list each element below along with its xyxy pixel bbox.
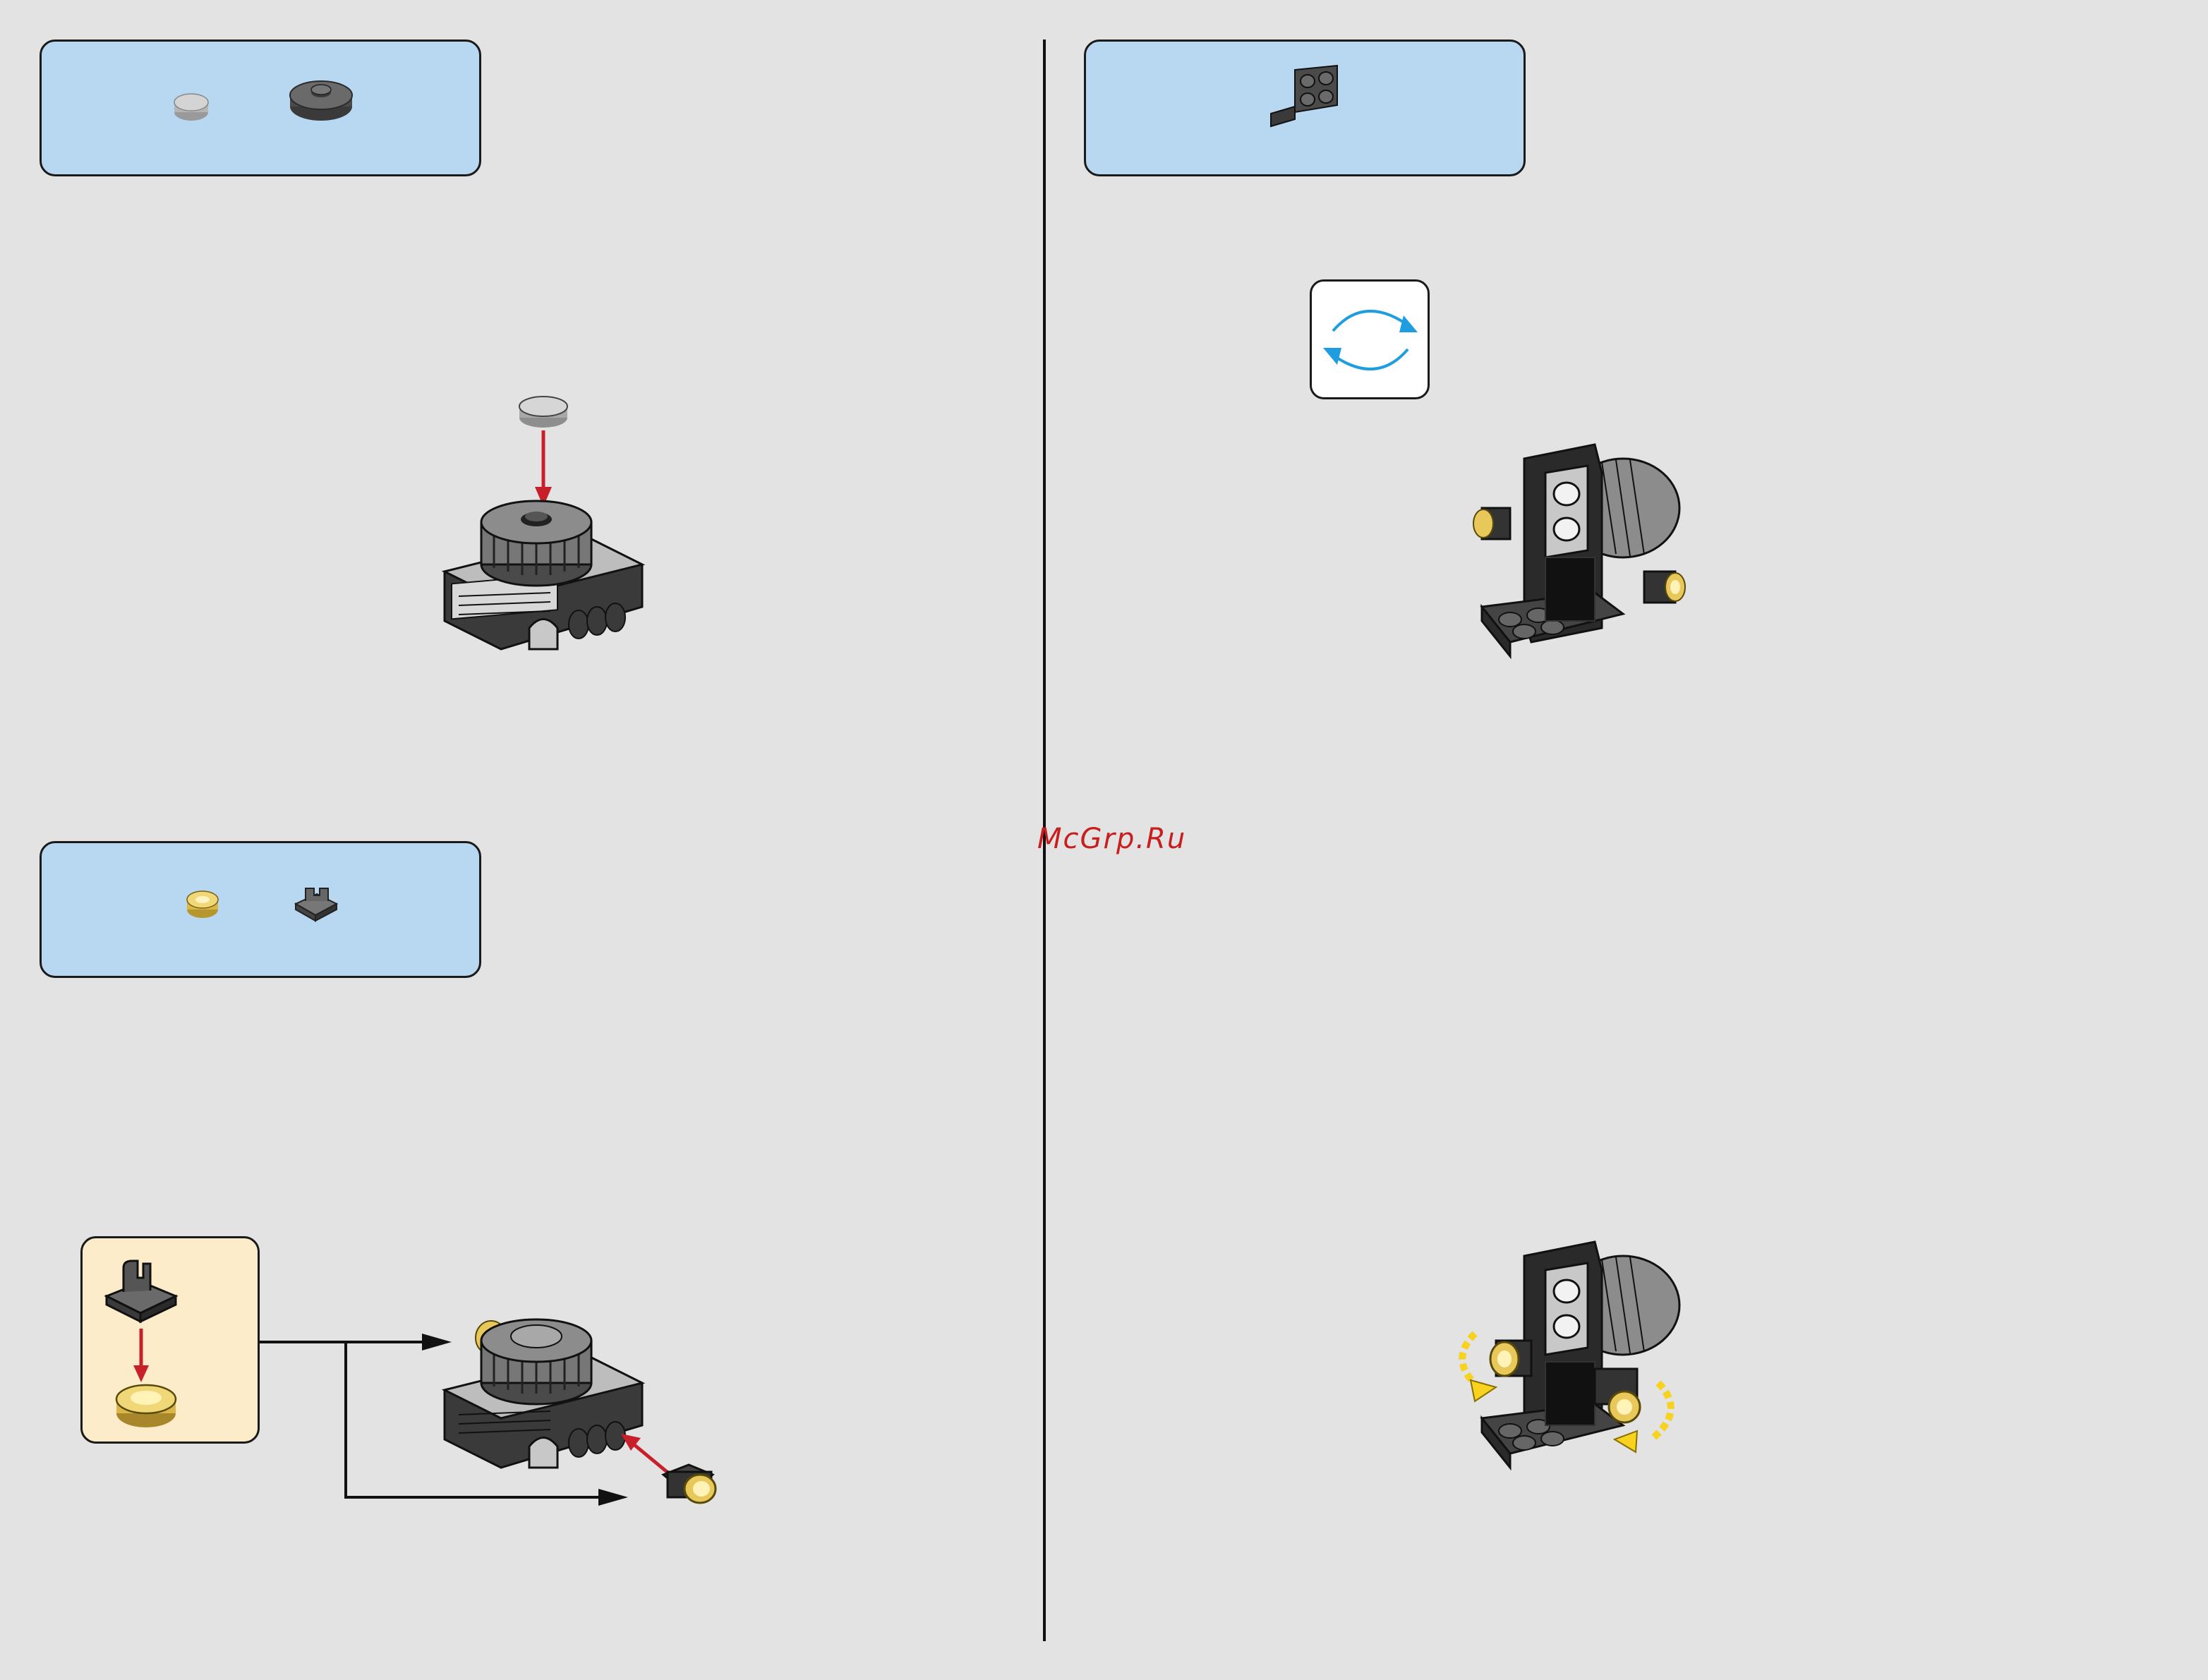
subassembly-box [80, 1236, 260, 1444]
yellow-rotate-left-arrow-icon [1462, 1334, 1496, 1401]
parts-list-box-2 [40, 841, 481, 978]
rotated-engine-model-illustration [1468, 430, 1694, 670]
round-plate-dark-gray-icon [286, 70, 356, 126]
attaching-subassembly-icon [663, 1465, 716, 1503]
clip-plate-dark-gray-icon [291, 878, 341, 924]
subassembly-clip-plate-icon [102, 1257, 180, 1327]
red-diagonal-arrow-icon [621, 1434, 670, 1475]
rotate-arrows-icon [1317, 294, 1423, 386]
engine-assembly-step2-illustration [430, 1284, 727, 1538]
round-tile-light-gray-icon [170, 88, 212, 123]
subassembly-red-arrow-icon [131, 1327, 152, 1384]
parts-list-box-1 [40, 40, 481, 176]
watermark: McGrp.Ru [1037, 823, 1186, 855]
bracket-plate-dark-gray-icon [1267, 63, 1344, 133]
rotate-gold-tiles-illustration [1425, 1228, 1708, 1482]
round-tile-gold-icon [183, 887, 222, 922]
subassembly-gold-tile-icon [111, 1377, 181, 1433]
engine-assembly-step1-illustration [430, 381, 656, 677]
falling-round-tile-icon [519, 397, 567, 428]
rotate-model-box [1310, 279, 1430, 399]
parts-list-box-3 [1084, 40, 1526, 176]
red-down-arrow-icon [535, 430, 552, 507]
